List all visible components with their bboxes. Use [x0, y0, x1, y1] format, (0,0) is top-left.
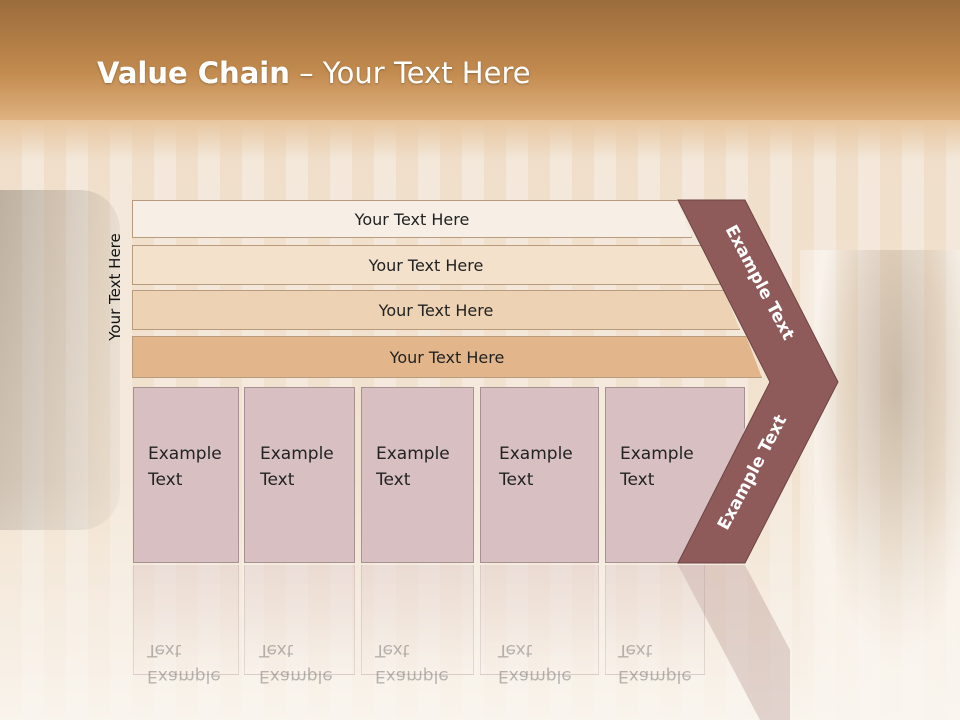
chevron-shape: [677, 199, 839, 564]
value-bar-1: Your Text Here: [132, 200, 692, 238]
slide-title: Value Chain – Your Text Here: [97, 56, 531, 90]
activity-box-3: Example Text: [361, 387, 474, 563]
chevron-reflection: [678, 565, 790, 720]
activity-box-3-line1: Example: [376, 444, 450, 464]
slide-title-rest: – Your Text Here: [289, 56, 531, 90]
activity-box-2: Example Text: [244, 387, 355, 563]
activity-box-1-line2: Text: [148, 470, 183, 490]
value-bar-2: Your Text Here: [132, 245, 720, 285]
activity-box-2-line2: Text: [260, 470, 295, 490]
value-bar-4: Your Text Here: [132, 336, 762, 378]
activity-box-4-line1: Example: [499, 444, 573, 464]
activity-box-2-line1: Example: [260, 444, 334, 464]
value-bar-1-label: Your Text Here: [354, 209, 470, 229]
reflection-box-1: [133, 565, 239, 675]
value-bar-3-label: Your Text Here: [378, 300, 494, 320]
activity-box-3-line2: Text: [376, 470, 411, 490]
slide-title-strong: Value Chain: [97, 56, 290, 90]
activity-box-4-line2: Text: [499, 470, 534, 490]
value-bar-4-label: Your Text Here: [389, 347, 505, 367]
value-bar-2-label: Your Text Here: [368, 255, 484, 275]
activity-box-1: Example Text: [133, 387, 239, 563]
activity-box-4: Example Text: [480, 387, 599, 563]
activity-box-5-line1: Example: [620, 444, 694, 464]
reflection-box-4: [480, 565, 599, 675]
activity-box-1-line1: Example: [148, 444, 222, 464]
reflection-box-2: [244, 565, 355, 675]
activity-box-5-line2: Text: [620, 470, 655, 490]
reflection-box-5: [605, 565, 705, 675]
reflection-box-3: [361, 565, 474, 675]
value-bar-3: Your Text Here: [132, 290, 740, 330]
